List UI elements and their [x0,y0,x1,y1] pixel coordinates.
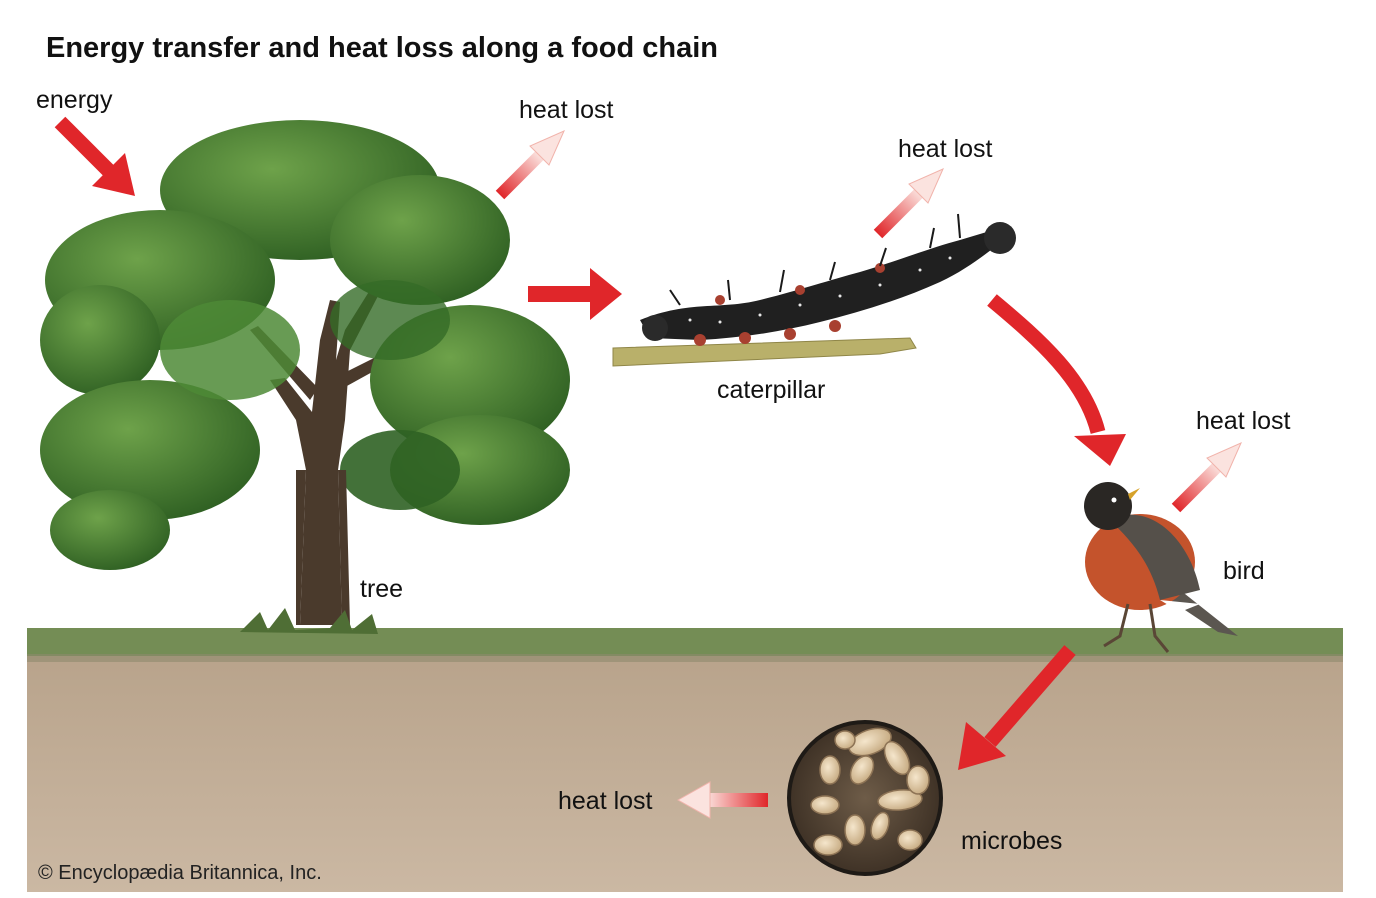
bird-label: bird [1223,557,1265,585]
grass-strip [27,628,1343,656]
heat-lost-tree-label: heat lost [519,96,614,124]
arrow-caterpillar-to-bird [987,294,1126,466]
microbes-illustration [787,720,943,876]
bird-illustration [1084,482,1238,653]
energy-label: energy [36,86,113,114]
caterpillar-label: caterpillar [717,376,826,404]
soil [27,632,1343,892]
heat-arrow-bird [1171,442,1242,513]
arrow-bird-to-microbes [958,645,1076,770]
heat-arrow-tree [495,130,565,200]
heat-lost-bird-label: heat lost [1196,407,1291,435]
grass-shadow [27,654,1343,662]
energy-arrow [54,116,135,196]
tree-label: tree [360,575,404,603]
caterpillar-illustration [612,213,1016,367]
tree-illustration [40,120,570,634]
microbes-label: microbes [961,827,1063,855]
heat-lost-microbes-label: heat lost [558,787,653,815]
heat-arrow-microbes [676,781,768,819]
ground [27,628,1343,892]
diagram-title: Energy transfer and heat loss along a fo… [46,32,718,64]
heat-lost-caterpillar-label: heat lost [898,135,993,163]
copyright-credit: © Encyclopædia Britannica, Inc. [38,862,322,884]
arrow-tree-to-caterpillar [528,268,622,320]
heat-arrow-caterpillar [873,168,944,239]
